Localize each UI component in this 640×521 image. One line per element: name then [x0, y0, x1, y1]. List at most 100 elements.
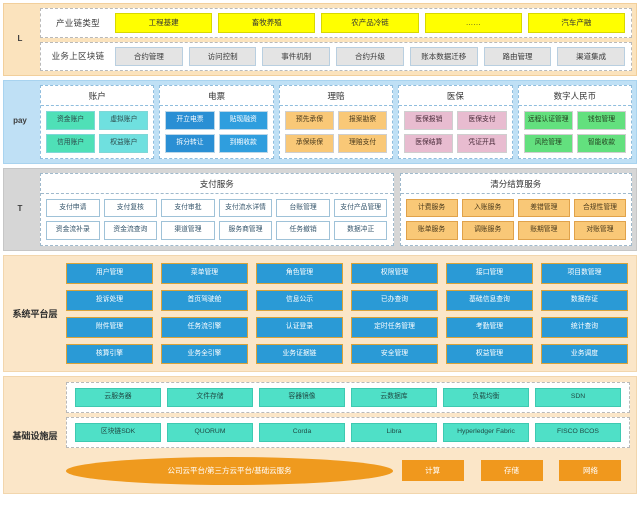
cell[interactable]: 资金流查询 — [103, 221, 158, 241]
cell[interactable]: 信用账户 — [46, 133, 96, 153]
chip[interactable]: 汽车产融 — [527, 13, 626, 33]
cell[interactable]: 合规性管理 — [573, 198, 626, 218]
cell[interactable]: 账期管理 — [517, 221, 570, 241]
cell[interactable]: 渠道管理 — [161, 221, 215, 241]
chip[interactable]: 事件机制 — [262, 46, 331, 66]
chip[interactable]: 渠道集成 — [557, 46, 626, 66]
resource-pill[interactable]: 计算 — [401, 460, 464, 482]
cell[interactable]: 医保结算 — [404, 133, 454, 153]
cell[interactable]: 资金流补录 — [46, 221, 100, 241]
cell[interactable]: 任务撤销 — [276, 221, 330, 241]
layer-services-body: 支付服务 支付申请 支付复核 支付审批 支付流水详情 台账管理 支付产品管理 资… — [36, 169, 636, 251]
resource-pill[interactable]: 存储 — [480, 460, 543, 482]
cell[interactable]: 医保报销 — [404, 111, 454, 130]
cell[interactable]: 凭证开具 — [457, 133, 507, 153]
cell[interactable]: 统计查询 — [541, 316, 628, 338]
cell[interactable]: 数据存证 — [541, 289, 628, 311]
cell[interactable]: 菜单管理 — [161, 263, 248, 284]
cell[interactable]: 信息公示 — [256, 289, 343, 311]
pay-group-claims: 理赔 预先承保 报案勘察 承保续保 理赔支付 — [278, 85, 394, 159]
cell[interactable]: 开立电票 — [165, 111, 215, 130]
cell[interactable]: 已办查询 — [351, 289, 438, 311]
chip[interactable]: 合约管理 — [115, 46, 183, 66]
cell[interactable]: 考勤管理 — [446, 316, 533, 338]
cell[interactable]: 承保续保 — [284, 133, 335, 153]
cloud-platform-badge[interactable]: 公司云平台/第三方云平台/基础云服务 — [66, 456, 394, 485]
cell[interactable]: Corda — [259, 423, 345, 442]
cell[interactable]: 虚拟账户 — [99, 111, 149, 130]
pay-groups: 账户 资金账户 虚拟账户 信用账户 权益账户 电票 开立电票 贴现融资 拆分转让… — [40, 85, 633, 159]
cell[interactable]: 到期收款 — [218, 133, 268, 153]
cell[interactable]: 理赔支付 — [338, 133, 388, 153]
cell[interactable]: 投诉处理 — [66, 289, 153, 311]
chip[interactable]: 路由管理 — [483, 46, 552, 66]
cell[interactable]: 贴现融资 — [218, 111, 268, 130]
cell[interactable]: 容器镜像 — [259, 388, 345, 408]
layer-industry-body: 产业链类型 工程基建 畜牧养殖 农产品冷链 …… 汽车产融 业务上区块链 合约管… — [36, 4, 636, 75]
cell[interactable]: 负载均衡 — [443, 388, 529, 408]
chip[interactable]: 工程基建 — [115, 13, 213, 33]
cell[interactable]: 支付审批 — [161, 198, 215, 218]
cell[interactable]: 支付复核 — [103, 198, 158, 218]
cell[interactable]: 用户管理 — [66, 263, 153, 284]
cell[interactable]: 首页驾驶舱 — [161, 289, 248, 311]
cell[interactable]: 文件存储 — [167, 388, 253, 408]
cell[interactable]: 入账服务 — [461, 198, 514, 218]
chip[interactable]: 账本数据迁移 — [409, 46, 478, 66]
cell[interactable]: 资金账户 — [46, 111, 96, 130]
cell[interactable]: 权限管理 — [351, 263, 438, 284]
pay-group-e-bill: 电票 开立电票 贴现融资 拆分转让 到期收款 — [159, 85, 274, 159]
cell[interactable]: 数据冲正 — [333, 221, 388, 241]
chip[interactable]: …… — [424, 13, 522, 33]
cell[interactable]: 项目数管理 — [541, 263, 628, 284]
cell[interactable]: 对账管理 — [573, 221, 626, 241]
cell[interactable]: 业务全引擎 — [161, 343, 248, 365]
cell[interactable]: 支付流水详情 — [218, 198, 273, 218]
cell[interactable]: 业务调度 — [541, 343, 628, 365]
cell[interactable]: 远程认证管理 — [523, 111, 573, 130]
cell[interactable]: 区块链SDK — [75, 423, 161, 442]
cell[interactable]: 云服务器 — [75, 388, 161, 408]
chip[interactable]: 畜牧养殖 — [218, 13, 316, 33]
cell[interactable]: 接口管理 — [446, 263, 533, 284]
cell[interactable]: 支付产品管理 — [333, 198, 388, 218]
cell[interactable]: 钱包管理 — [576, 111, 627, 130]
cell[interactable]: QUORUM — [167, 423, 253, 442]
cell[interactable]: 账单服务 — [405, 221, 458, 241]
cell[interactable]: 报案勘察 — [338, 111, 388, 130]
cell[interactable]: 拆分转让 — [165, 133, 215, 153]
cell[interactable]: 定时任务管理 — [351, 316, 438, 338]
layer-services-side-label: T — [17, 203, 23, 213]
infra-chain-row: 区块链SDK QUORUM Corda Libra Hyperledger Fa… — [66, 417, 630, 448]
cell[interactable]: 服务商管理 — [218, 221, 273, 241]
cell[interactable]: 云数据库 — [351, 388, 437, 408]
cell[interactable]: 调账服务 — [461, 221, 514, 241]
resource-pill[interactable]: 网络 — [559, 460, 622, 482]
cell[interactable]: 业务证据链 — [256, 343, 343, 365]
cell[interactable]: 基础信息查询 — [446, 289, 533, 311]
cell[interactable]: 台账管理 — [276, 198, 330, 218]
cell[interactable]: 附件管理 — [66, 316, 153, 338]
cell[interactable]: Hyperledger Fabric — [443, 423, 529, 442]
cell[interactable]: 安全管理 — [351, 343, 438, 365]
pay-group-title: 数字人民币 — [518, 86, 632, 106]
cell[interactable]: 风险管理 — [523, 133, 573, 153]
cell[interactable]: SDN — [535, 388, 621, 408]
cell[interactable]: 预先承保 — [284, 111, 335, 130]
cell[interactable]: 认证登录 — [256, 316, 343, 338]
cell[interactable]: 角色管理 — [256, 263, 343, 284]
cell[interactable]: Libra — [351, 423, 437, 442]
cell[interactable]: 计费服务 — [405, 198, 458, 218]
cell[interactable]: 差错管理 — [517, 198, 570, 218]
chip[interactable]: 农产品冷链 — [321, 13, 419, 33]
cell[interactable]: 任务流引擎 — [161, 316, 248, 338]
cell[interactable]: 核算引擎 — [66, 343, 153, 365]
cell[interactable]: FISCO BCOS — [535, 423, 621, 442]
cell[interactable]: 医保支付 — [457, 111, 507, 130]
chip[interactable]: 访问控制 — [188, 46, 257, 66]
cell[interactable]: 智能收款 — [576, 133, 627, 153]
cell[interactable]: 权益账户 — [99, 133, 149, 153]
cell[interactable]: 支付申请 — [46, 198, 100, 218]
cell[interactable]: 权益管理 — [446, 343, 533, 365]
chip[interactable]: 合约升级 — [336, 46, 404, 66]
